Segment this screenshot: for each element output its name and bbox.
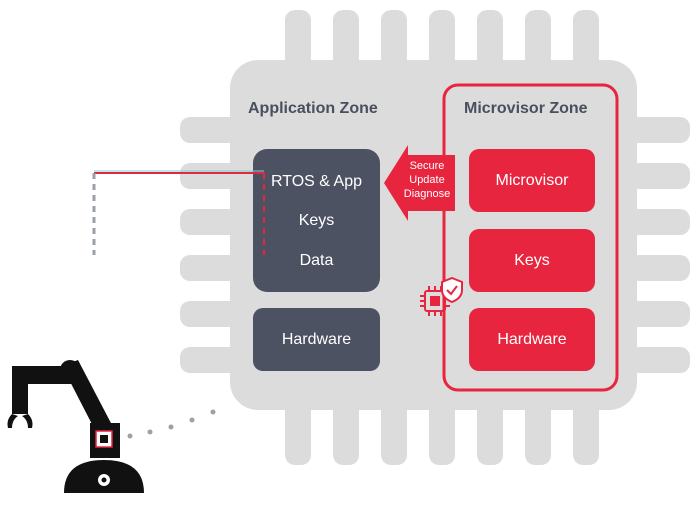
secure-chip-icon: [420, 276, 463, 316]
microvisor-zone-outline: [442, 83, 619, 392]
microvisor-keys-label: Keys: [514, 252, 550, 269]
microvisor-label: Microvisor: [495, 172, 569, 189]
secure-update-arrow: [384, 145, 455, 221]
arrow-text-secure: Secure: [409, 160, 445, 172]
robot-base-dot-center: [101, 477, 107, 483]
arrow-text-update: Update: [409, 174, 445, 186]
app-hardware-block: [253, 308, 380, 371]
microvisor-block: [469, 149, 595, 212]
connector-line: [92, 170, 265, 255]
robot-link-dots: [127, 409, 216, 439]
robot-chip-icon: [95, 430, 113, 448]
arrow-text-diagnose: Diagnose: [403, 188, 451, 200]
app-software-block: [253, 149, 380, 292]
app-item-data: Data: [299, 252, 334, 269]
microvisor-hardware-block: [469, 308, 595, 371]
chip-pins: [180, 10, 690, 465]
microvisor-zone-title: Microvisor Zone: [464, 100, 588, 117]
app-hardware-label: Hardware: [281, 331, 352, 348]
robot-arm-icon: [7, 360, 144, 493]
app-item-rtos: RTOS & App: [270, 173, 362, 190]
app-item-keys: Keys: [298, 212, 335, 229]
microvisor-hardware-label: Hardware: [497, 331, 567, 348]
application-zone-title: Application Zone: [248, 100, 378, 117]
microvisor-keys-block: [469, 229, 595, 292]
